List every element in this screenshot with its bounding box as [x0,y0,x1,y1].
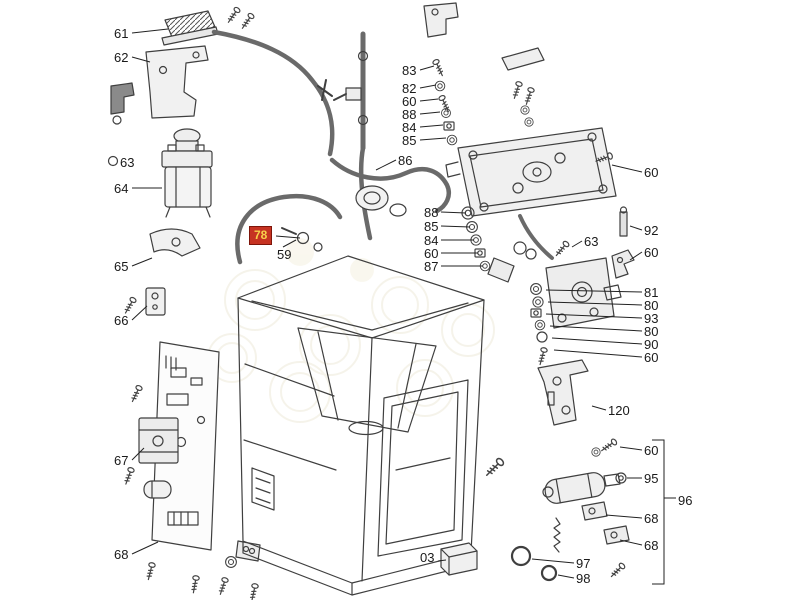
part-label-80-a: 80 [644,298,659,313]
part-label-95: 95 [644,471,659,486]
part-bracket-top-right [423,2,459,38]
part-screws-top [225,5,256,31]
part-ring-95 [615,472,627,484]
part-label-83: 83 [402,63,417,78]
leader-lines [131,28,676,585]
machine-housing [237,255,485,596]
part-label-96: 96 [678,493,693,508]
part-bracket-120 [537,359,589,426]
part-label-90: 90 [644,337,659,352]
part-label-92: 92 [644,223,659,238]
part-label-98: 98 [576,571,591,586]
part-valve-block [545,257,622,329]
part-label-86: 86 [398,153,413,168]
part-washers-88-87 [461,206,537,283]
part-label-62: 62 [114,50,129,65]
part-label-61: 61 [114,26,129,41]
part-label-93: 93 [644,311,659,326]
part-label-67: 67 [114,453,129,468]
part-bracket-65 [149,228,201,257]
part-block-68b [603,525,630,545]
part-label-85-b: 85 [424,219,439,234]
part-transformer-67 [138,417,179,464]
part-pin-92 [619,206,628,237]
part-label-97: 97 [576,556,591,571]
part-seal-63 [107,155,119,167]
part-filter-cup [355,185,407,217]
part-washers-81-60 [530,283,549,366]
part-label-60-b: 60 [424,246,439,261]
part-label-88-b: 88 [424,205,439,220]
part-screw-long [483,456,506,479]
part-label-81: 81 [644,285,659,300]
part-fasteners-bottom [225,540,261,568]
part-label-68-b: 68 [644,538,659,553]
part-elbow-60-right [611,249,635,279]
part-label-63-left: 63 [120,155,135,170]
part-label-03: 03 [420,550,435,565]
part-capacitor [143,480,172,499]
part-boiler-plate [445,127,617,217]
part-label-59: 59 [277,247,292,262]
part-label-60-c: 60 [644,165,659,180]
part-label-60-a: 60 [402,94,417,109]
part-label-63-right: 63 [584,234,599,249]
part-screw-60-lower [591,437,619,457]
part-grip-61 [161,10,219,46]
part-spring [553,517,561,553]
part-hose-loop [235,193,343,265]
part-label-60-d: 60 [644,245,659,260]
part-label-120: 120 [608,403,630,418]
part-label-80-b: 80 [644,324,659,339]
part-hose-86 [329,157,452,214]
highlight-box-78: 78 [249,226,273,245]
part-label-68-a: 68 [644,511,659,526]
part-label-64: 64 [114,181,129,196]
part-fasteners-83-85 [431,58,458,146]
part-label-88-a: 88 [402,107,417,122]
part-label-82: 82 [402,81,417,96]
part-valve-96-group [542,472,621,504]
part-bracket-62 [145,45,209,119]
part-hose-upper [211,29,335,157]
part-label-85-a: 85 [402,133,417,148]
part-screw-63-right [553,239,571,259]
part-screws-boiler [510,80,536,127]
part-label-60-f: 60 [644,443,659,458]
part-pump-64 [161,128,213,218]
part-block-68a [581,501,608,521]
part-pcb-68 [151,341,220,551]
part-plate-66 [145,287,166,316]
part-oring-98 [540,564,558,582]
part-tray-03 [440,542,478,576]
part-label-87: 87 [424,259,439,274]
part-oring-97 [510,545,532,567]
part-label-65: 65 [114,259,129,274]
part-elbow-pipe [110,82,135,125]
part-plate-right [501,47,545,71]
part-label-66: 66 [114,313,129,328]
highlighted-part-label: 78 [254,228,268,242]
part-label-68-left: 68 [114,547,129,562]
part-label-84-b: 84 [424,233,439,248]
part-label-84-a: 84 [402,120,417,135]
part-screw-bottom-right [608,561,627,580]
part-label-60-e: 60 [644,350,659,365]
part-hose-right [518,214,554,260]
